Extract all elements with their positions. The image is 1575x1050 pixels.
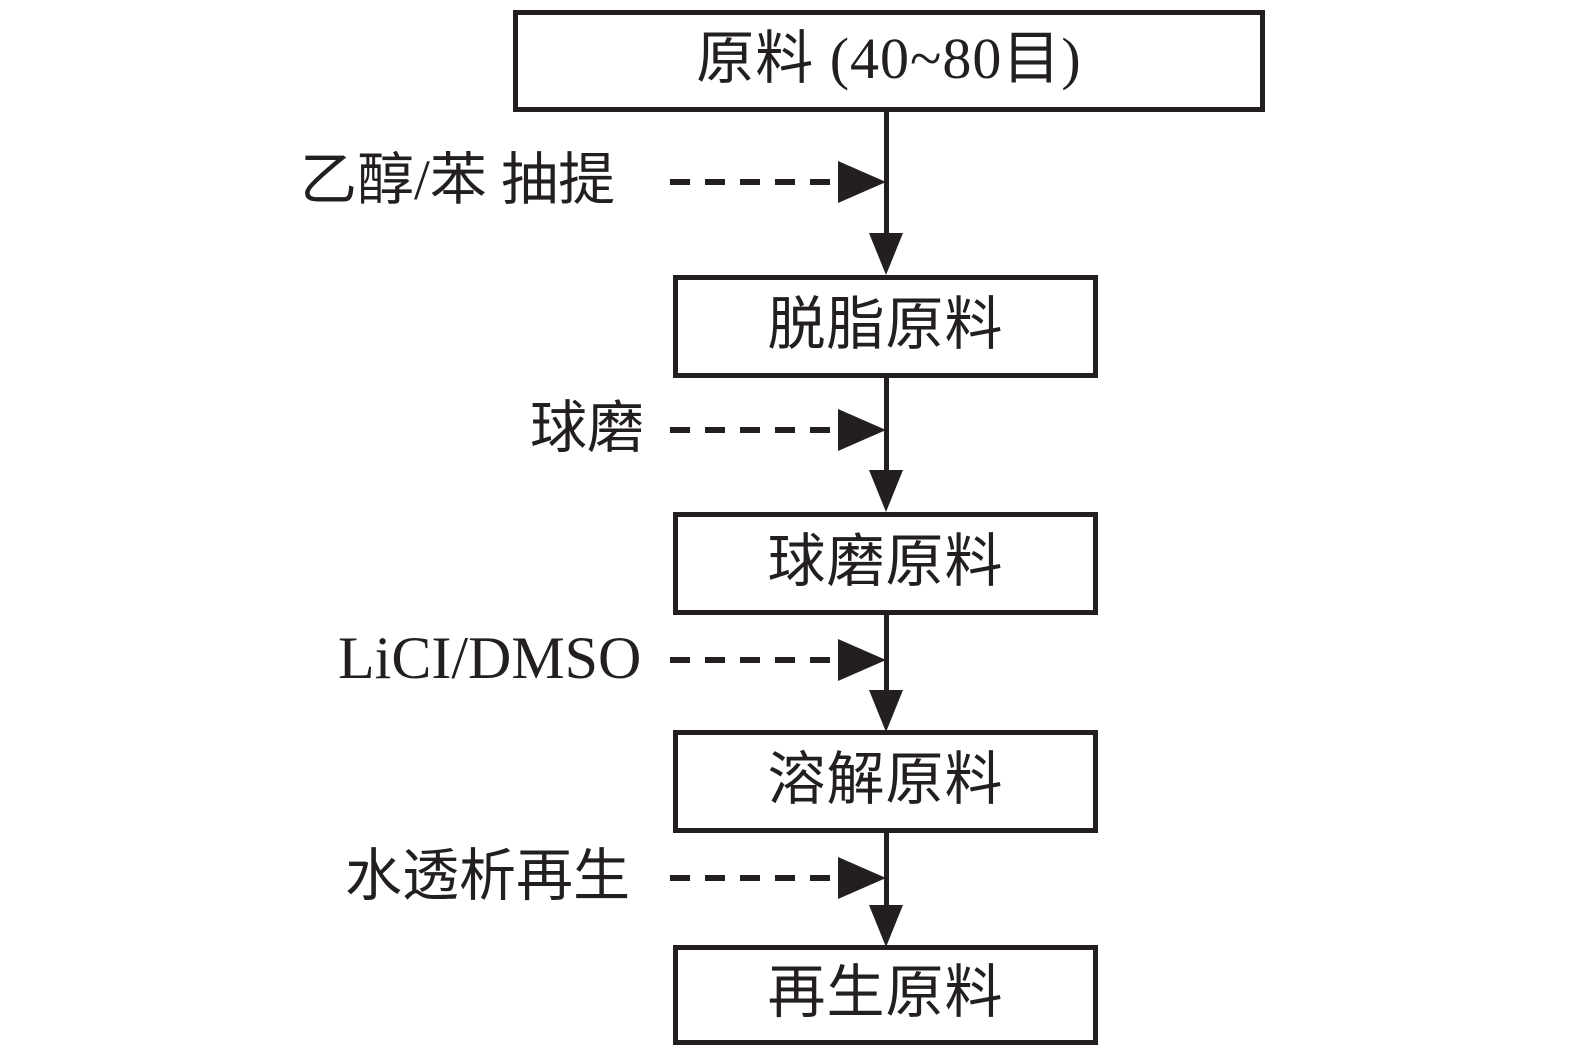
node-dissolved-material: 溶解原料 [673, 730, 1098, 833]
arrowhead-right-icon [838, 409, 886, 451]
step-dialysis-label: 水透析再生 [345, 845, 630, 908]
node-regenerated-material-label: 再生原料 [767, 960, 1004, 1025]
dashed-line [670, 875, 838, 881]
node-ball-milled-material-label: 球磨原料 [767, 528, 1004, 594]
arrowhead-right-icon [838, 857, 886, 899]
node-dissolved-material-label: 溶解原料 [767, 746, 1004, 812]
node-raw-material: 原料 (40~80目) [513, 10, 1265, 112]
arrowhead-down-icon [869, 690, 903, 732]
arrowhead-down-icon [869, 905, 903, 947]
arrowhead-right-icon [838, 161, 886, 203]
arrowhead-right-icon [838, 639, 886, 681]
connector-line [884, 112, 889, 236]
dashed-line [670, 657, 838, 663]
step-dissolution-label: LiCI/DMSO [338, 625, 642, 691]
connector-line [884, 615, 889, 693]
step-extraction-label: 乙醇/苯 抽提 [300, 149, 616, 212]
dashed-line [670, 427, 838, 433]
node-degreased-material: 脱脂原料 [673, 275, 1098, 378]
step-ball-milling-label: 球磨 [530, 397, 644, 460]
node-degreased-material-label: 脱脂原料 [767, 291, 1004, 357]
arrowhead-down-icon [869, 470, 903, 512]
connector-line [884, 833, 889, 908]
node-regenerated-material: 再生原料 [673, 945, 1098, 1045]
connector-line [884, 378, 889, 473]
arrowhead-down-icon [869, 233, 903, 275]
node-ball-milled-material: 球磨原料 [673, 512, 1098, 615]
dashed-line [670, 179, 838, 185]
node-raw-material-label: 原料 (40~80目) [696, 26, 1082, 91]
